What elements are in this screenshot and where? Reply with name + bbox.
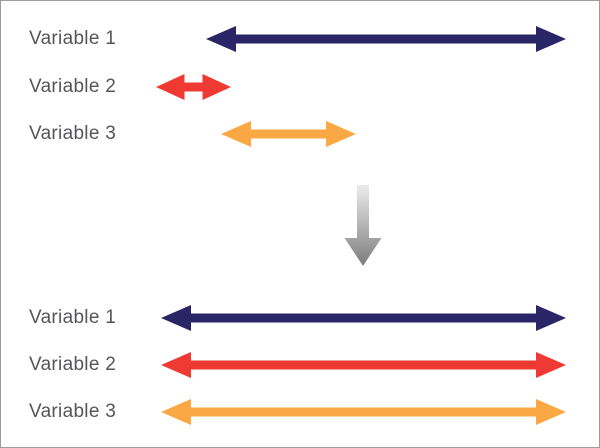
range-arrow-top-3 — [221, 121, 356, 147]
variable-2-label-bottom: Variable 2 — [29, 354, 117, 375]
variable-2-label-top: Variable 2 — [29, 76, 117, 97]
range-arrow-top-1 — [206, 26, 566, 52]
variable-1-label-top: Variable 1 — [29, 28, 117, 49]
range-arrow-bottom-2 — [161, 352, 566, 378]
range-arrow-bottom-1 — [161, 305, 566, 331]
variable-3-label-top: Variable 3 — [29, 123, 117, 144]
transform-down-arrow-icon — [344, 185, 382, 266]
variable-1-label-bottom: Variable 1 — [29, 307, 117, 328]
variable-3-label-bottom: Variable 3 — [29, 401, 117, 422]
range-arrow-top-2 — [156, 74, 231, 100]
range-arrow-bottom-3 — [161, 399, 566, 425]
